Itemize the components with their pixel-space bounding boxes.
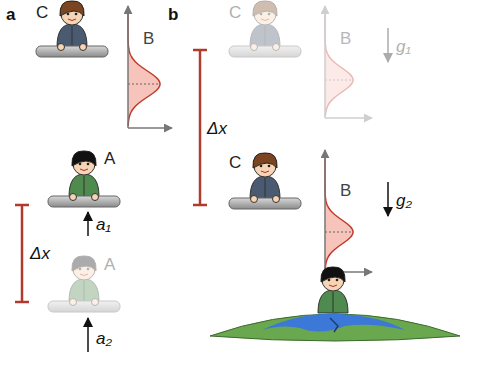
distribution-plot (128, 6, 172, 128)
panel-letter: a (6, 6, 15, 23)
displacement-label: Δx (207, 120, 227, 137)
displacement-label: Δx (30, 245, 50, 262)
observer-label: A (104, 256, 115, 273)
observer-label: C (229, 154, 241, 171)
distribution-plot (325, 150, 372, 272)
panel-letter: b (168, 6, 178, 23)
gravity-label: g₁ (396, 38, 411, 55)
person-figure (229, 153, 301, 209)
gravity-arrow (387, 28, 389, 62)
person-figure (318, 267, 348, 313)
gravity-label: g₂ (396, 192, 412, 209)
distribution-label: B (143, 30, 154, 47)
acceleration-arrow (87, 318, 89, 352)
distribution-plot (325, 6, 372, 118)
distribution-label: B (340, 30, 351, 47)
acceleration-arrow (87, 212, 89, 236)
gravity-arrow (387, 182, 389, 216)
distribution-label: B (340, 182, 351, 199)
person-figure (48, 151, 120, 207)
delta-x-bracket (193, 50, 207, 205)
observer-label: C (36, 4, 48, 21)
acceleration-label: a₂ (96, 330, 112, 347)
observer-label: A (104, 150, 115, 167)
earth (210, 314, 460, 341)
person-figure (48, 256, 120, 312)
acceleration-label: a₁ (96, 216, 111, 233)
person-figure (229, 1, 301, 57)
person-figure (36, 1, 108, 57)
observer-label: C (229, 4, 241, 21)
delta-x-bracket (15, 205, 29, 302)
